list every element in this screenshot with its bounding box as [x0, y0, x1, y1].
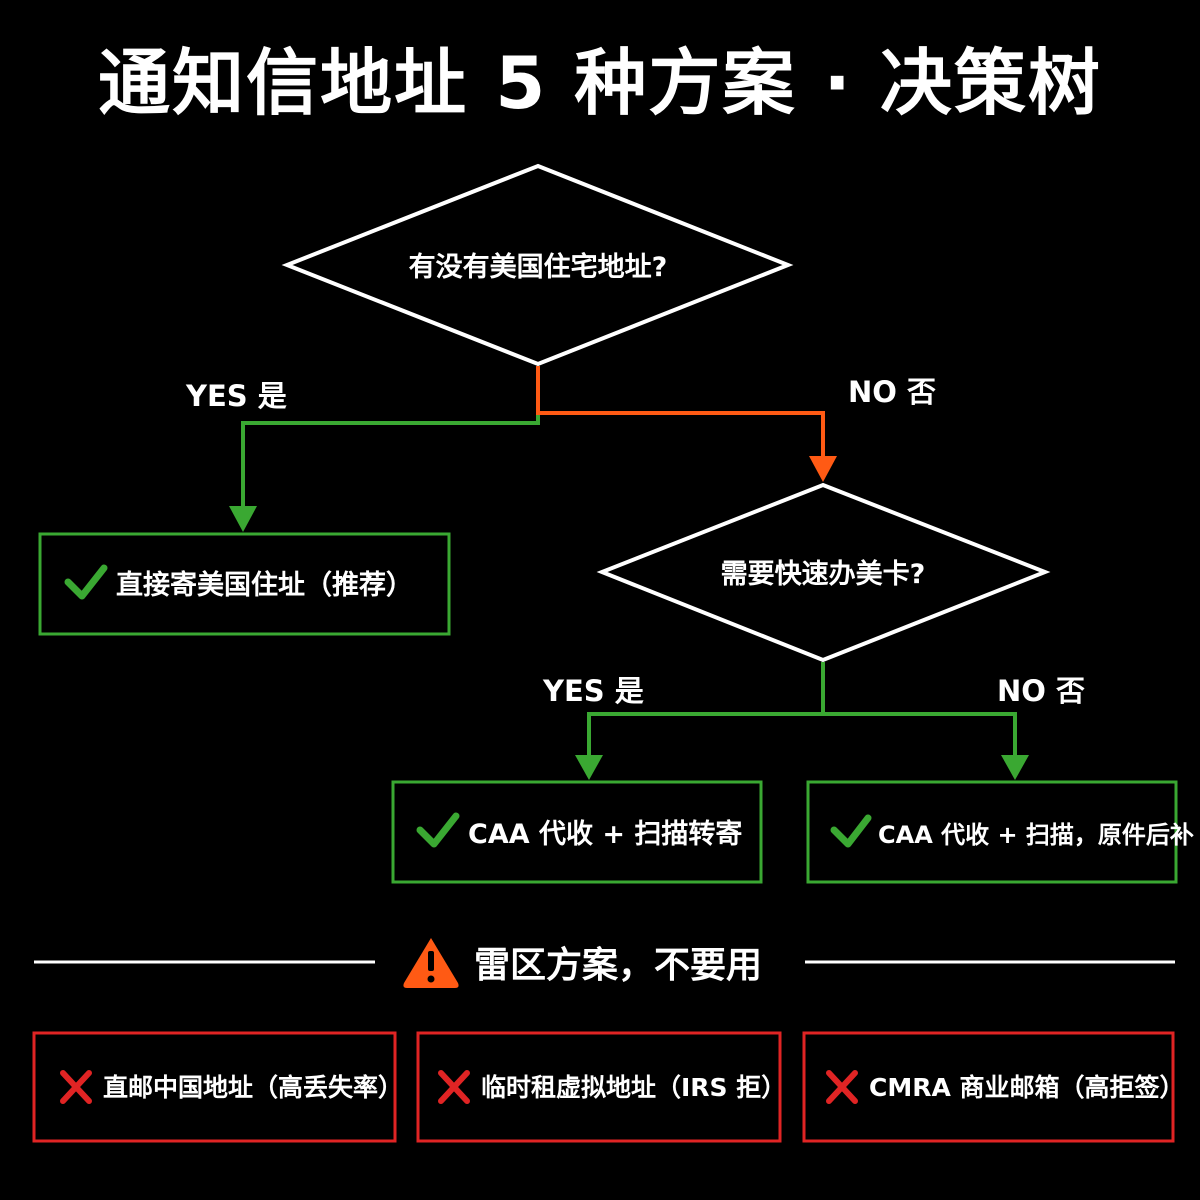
decision-node-fast-card: 需要快速办美卡?	[596, 482, 1051, 663]
arrowhead-no-2	[1001, 755, 1029, 780]
arrowhead-yes-1	[229, 506, 257, 532]
result-box-caa-scan-forward: CAA 代收 + 扫描转寄	[391, 780, 763, 884]
bad-option-frame-2	[416, 1031, 782, 1143]
connector-split-2	[575, 662, 1029, 780]
warning-text: 雷区方案，不要用	[474, 945, 762, 986]
warning-triangle-icon	[403, 938, 459, 988]
cross-icon	[438, 1070, 470, 1104]
connector-line-no-1	[536, 366, 825, 458]
bad-option-virtual-address: 临时租虚拟地址（IRS 拒）	[416, 1031, 786, 1143]
arrowhead-yes-2	[575, 755, 603, 780]
cross-icon	[826, 1070, 858, 1104]
decision-question-2: 需要快速办美卡?	[721, 558, 926, 590]
decision-question-1: 有没有美国住宅地址?	[409, 251, 668, 283]
connector-line-yes-1	[241, 366, 540, 510]
bad-option-text-1: 直邮中国地址（高丢失率）	[103, 1073, 403, 1102]
connector-no-1	[536, 366, 837, 482]
warning-separator: 雷区方案，不要用	[34, 938, 1175, 988]
result-text-2: CAA 代收 + 扫描转寄	[468, 818, 742, 850]
arrowhead-no-1	[809, 456, 837, 482]
bad-option-cmra-mailbox: CMRA 商业邮箱（高拒签）	[802, 1031, 1185, 1143]
cross-icon	[60, 1070, 92, 1104]
check-icon	[64, 564, 108, 600]
connector-line-yes-2	[587, 712, 823, 758]
result-box-frame-1	[38, 532, 451, 636]
check-icon	[416, 812, 460, 848]
branch-label-yes-1: YES 是	[185, 379, 287, 413]
result-box-frame-2	[391, 780, 763, 884]
result-text-1: 直接寄美国住址（推荐）	[116, 569, 413, 601]
result-box-caa-scan-original-later: CAA 代收 + 扫描，原件后补	[806, 780, 1194, 884]
decision-diamond-1	[281, 163, 794, 367]
result-text-3: CAA 代收 + 扫描，原件后补	[878, 821, 1194, 849]
result-box-direct-mail: 直接寄美国住址（推荐）	[38, 532, 451, 636]
bad-option-china-mail: 直邮中国地址（高丢失率）	[32, 1031, 403, 1143]
bad-option-text-3: CMRA 商业邮箱（高拒签）	[869, 1073, 1185, 1102]
bad-option-text-2: 临时租虚拟地址（IRS 拒）	[481, 1073, 786, 1102]
bad-option-frame-3	[802, 1031, 1175, 1143]
connector-line-no-2	[823, 712, 1017, 758]
branch-label-yes-2: YES 是	[542, 674, 644, 708]
result-box-frame-3	[806, 780, 1178, 884]
decision-node-residential-address: 有没有美国住宅地址?	[281, 163, 794, 367]
decision-diamond-2	[596, 482, 1051, 663]
check-icon	[830, 814, 872, 848]
branch-label-no-2: NO 否	[997, 674, 1085, 708]
branch-label-no-1: NO 否	[848, 375, 936, 409]
page-title: 通知信地址 5 种方案 · 决策树	[98, 41, 1102, 125]
bad-option-frame-1	[32, 1031, 397, 1143]
